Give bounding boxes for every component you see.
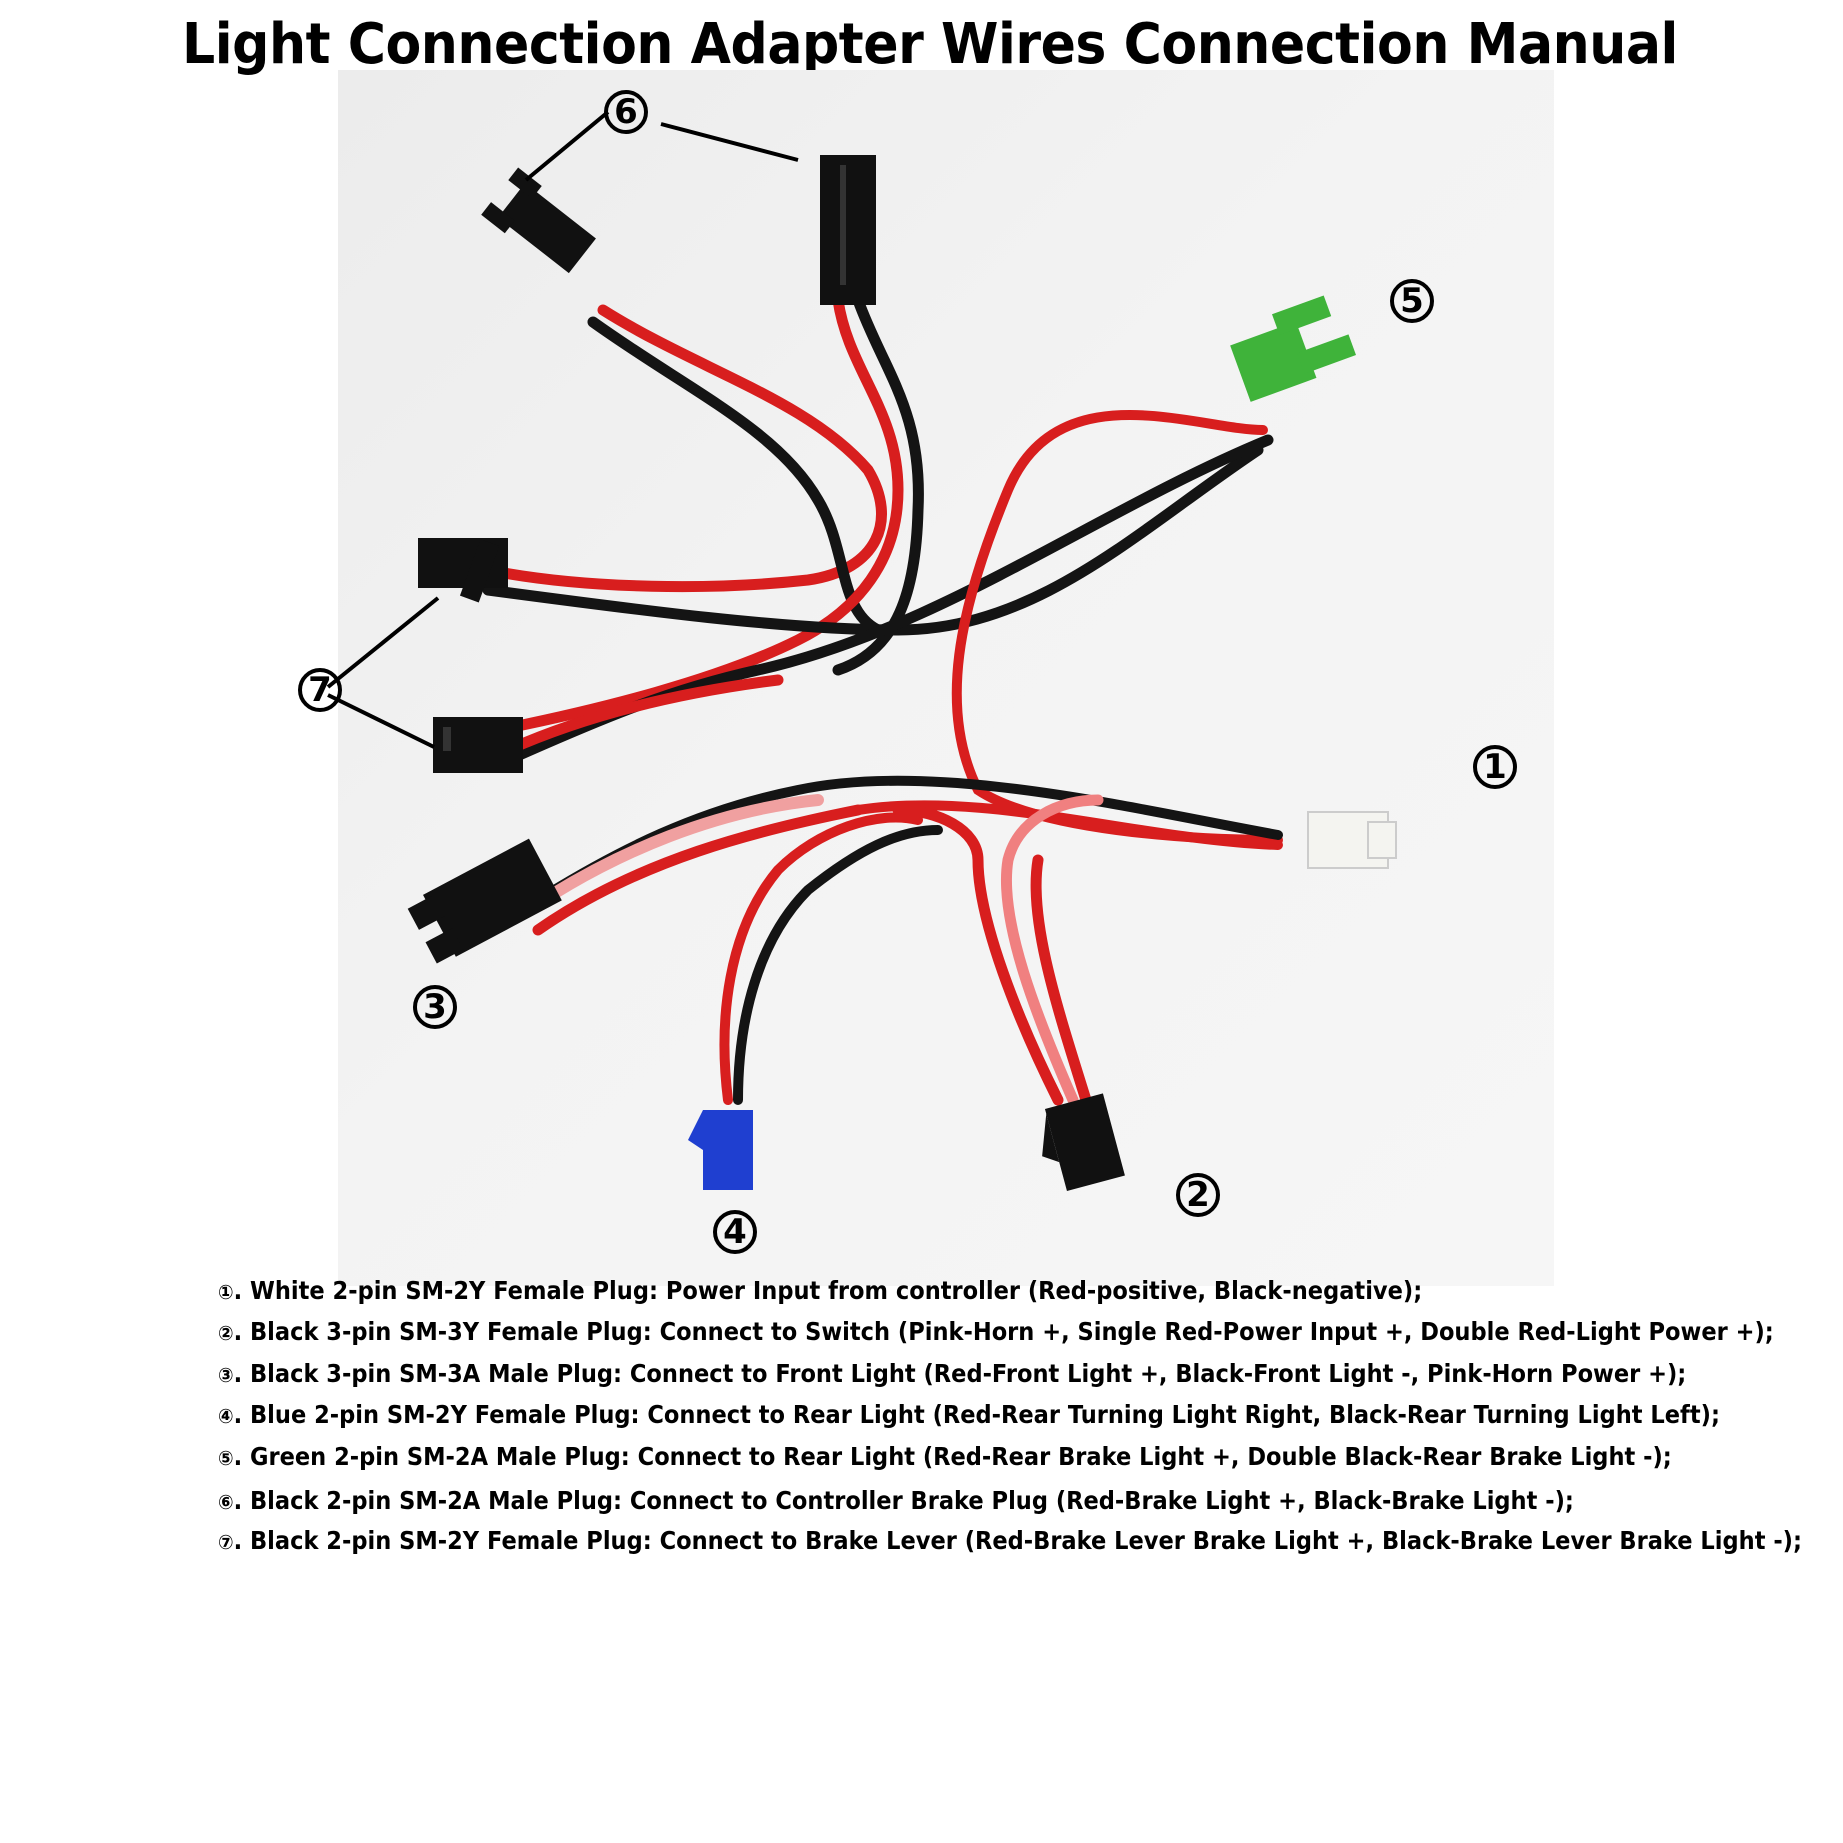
connector-7b [433,717,523,773]
connector-3 [407,838,562,964]
wire-4-red [719,812,923,1105]
legend-number: ⑤ [218,1446,234,1470]
wire-3-pink [522,794,824,916]
wire-2-red2 [1030,854,1092,1106]
legend-item-6: ⑥. Black 2-pin SM-2A Male Plug: Connect … [218,1486,1574,1515]
legend-item-1: ①. White 2-pin SM-2Y Female Plug: Power … [218,1276,1422,1305]
connector-5 [1230,295,1357,402]
wire-7b-red [502,674,784,756]
connector-6b [820,155,876,305]
legend-number: ① [218,1280,234,1304]
marker-1: 1 [1473,745,1517,789]
wire-3-red [532,804,864,936]
legend-item-5: ⑤. Green 2-pin SM-2A Male Plug: Connect … [218,1442,1672,1471]
wire-7a-black [482,444,1264,636]
wire-6b-black [832,294,924,676]
wire-2-red [892,804,1064,1106]
leader-6a [524,110,610,182]
harness-illustration [326,110,1397,1192]
legend-number: ⑥ [218,1490,234,1514]
wire-6a-black [587,316,884,636]
harness-photo: 6 5 7 1 3 2 4 [298,70,1554,1286]
marker-5: 5 [1390,279,1434,323]
leader-6b [660,122,799,162]
marker-7: 7 [298,668,342,712]
page-title: Light Connection Adapter Wires Connectio… [182,12,1678,77]
connector-4 [688,1110,753,1190]
legend-text: . Black 2-pin SM-2A Male Plug: Connect t… [233,1486,1574,1515]
leader-7a [326,596,440,689]
connector-2 [1042,1093,1125,1192]
legend-text: . White 2-pin SM-2Y Female Plug: Power I… [233,1276,1423,1305]
wire-2-pink [1000,794,1104,1106]
legend-number: ⑦ [218,1530,234,1554]
connector-7a [418,538,508,603]
marker-4: 4 [713,1210,757,1254]
wire-6b-red [492,294,904,736]
legend-text: . Green 2-pin SM-2A Male Plug: Connect t… [233,1442,1672,1471]
legend-text: . Black 3-pin SM-3A Male Plug: Connect t… [233,1359,1687,1388]
wire-5-red [951,410,1283,845]
legend-number: ② [218,1321,234,1345]
legend-item-3: ③. Black 3-pin SM-3A Male Plug: Connect … [218,1359,1686,1388]
legend-number: ④ [218,1404,234,1428]
wire-6a-red [482,304,887,593]
wire-4-black [733,825,943,1105]
legend-item-2: ②. Black 3-pin SM-3Y Female Plug: Connec… [218,1317,1774,1346]
marker-2: 2 [1176,1173,1220,1217]
connector-6a [481,167,596,274]
legend-text: . Blue 2-pin SM-2Y Female Plug: Connect … [233,1400,1720,1429]
connector-1 [1307,811,1397,869]
marker-6: 6 [604,90,648,134]
legend-text: . Black 3-pin SM-3Y Female Plug: Connect… [233,1317,1774,1346]
legend-item-4: ④. Blue 2-pin SM-2Y Female Plug: Connect… [218,1400,1720,1429]
marker-3: 3 [413,985,457,1029]
legend-item-7: ⑦. Black 2-pin SM-2Y Female Plug: Connec… [218,1526,1802,1555]
legend-text: . Black 2-pin SM-2Y Female Plug: Connect… [233,1526,1802,1555]
legend-number: ③ [218,1363,234,1387]
leader-7b [327,693,435,749]
